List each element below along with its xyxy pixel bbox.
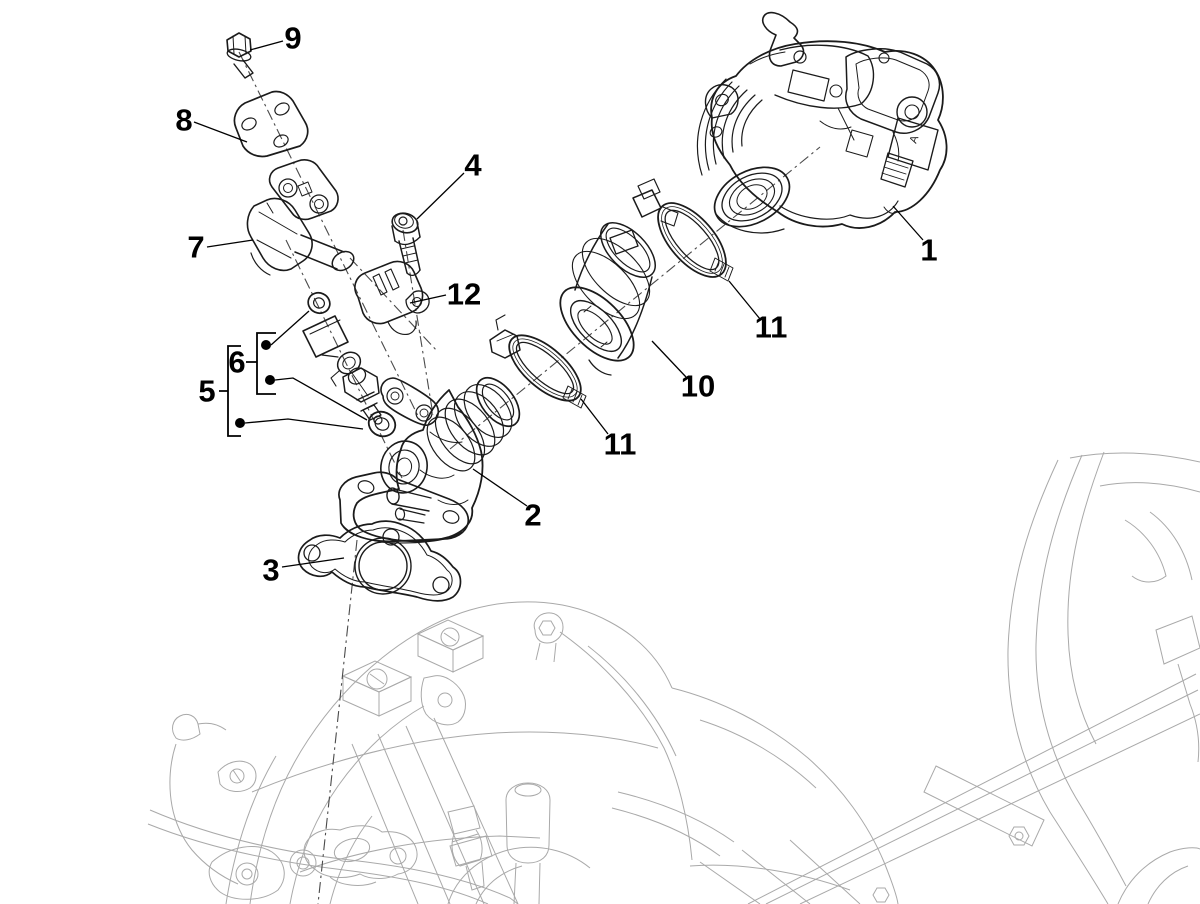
part-throttle-body: A [696, 11, 948, 234]
group-bracket-6 [246, 332, 276, 395]
group-6-dot-line-0 [270, 310, 310, 346]
group-bracket-5 [219, 345, 241, 437]
part-retaining-clip [354, 260, 430, 336]
part-flange-screw [226, 32, 254, 79]
part-sensor [246, 159, 355, 276]
group-5-dot-0 [235, 418, 245, 428]
leader-line-2 [472, 468, 528, 507]
callout-6: 6 [228, 345, 245, 380]
leader-line-8 [193, 121, 248, 143]
leader-line-11-upper [728, 280, 761, 320]
callout-11-upper: 11 [755, 310, 788, 345]
exploded-parts: A [226, 11, 948, 602]
group-6-dot-0 [261, 340, 271, 350]
engine-background-drawing [147, 451, 1200, 904]
part-mounting-plate [233, 90, 309, 158]
callout-4: 4 [464, 148, 482, 183]
part-intake-joint [559, 222, 656, 376]
leader-line-3 [281, 557, 345, 568]
callout-10: 10 [681, 369, 715, 404]
callout-7: 7 [187, 230, 204, 265]
part-throttle-support [338, 376, 521, 544]
callout-8: 8 [175, 103, 192, 138]
leader-line-9 [249, 40, 284, 51]
group-6-dot-line-1 [274, 377, 368, 421]
part-hose-clamp-upper [632, 178, 734, 282]
part-hose-clamp-lower [489, 314, 587, 409]
leader-line-12 [409, 294, 447, 304]
callout-3: 3 [262, 553, 279, 588]
part-oring-lower [367, 410, 397, 438]
callout-2: 2 [524, 498, 541, 533]
leader-line-1 [892, 205, 924, 241]
callout-5: 5 [198, 374, 215, 409]
part-socket-screw [391, 212, 421, 277]
callout-1: 1 [920, 233, 937, 268]
callout-11-lower: 11 [604, 427, 637, 462]
callout-12: 12 [447, 277, 481, 312]
part-gasket [297, 520, 462, 602]
leader-line-11-lower [580, 398, 609, 435]
assembly-axis-lines [238, 51, 821, 904]
part-injector [302, 315, 383, 425]
callout-9: 9 [284, 21, 301, 56]
part-oring-upper [307, 291, 331, 315]
leader-line-4 [416, 172, 465, 220]
group-6-dot-1 [265, 375, 275, 385]
group-5-dot-line-0 [244, 418, 364, 430]
leader-line-7 [206, 239, 254, 248]
leader-line-10 [651, 340, 687, 378]
body-marking-a: A [908, 133, 922, 145]
